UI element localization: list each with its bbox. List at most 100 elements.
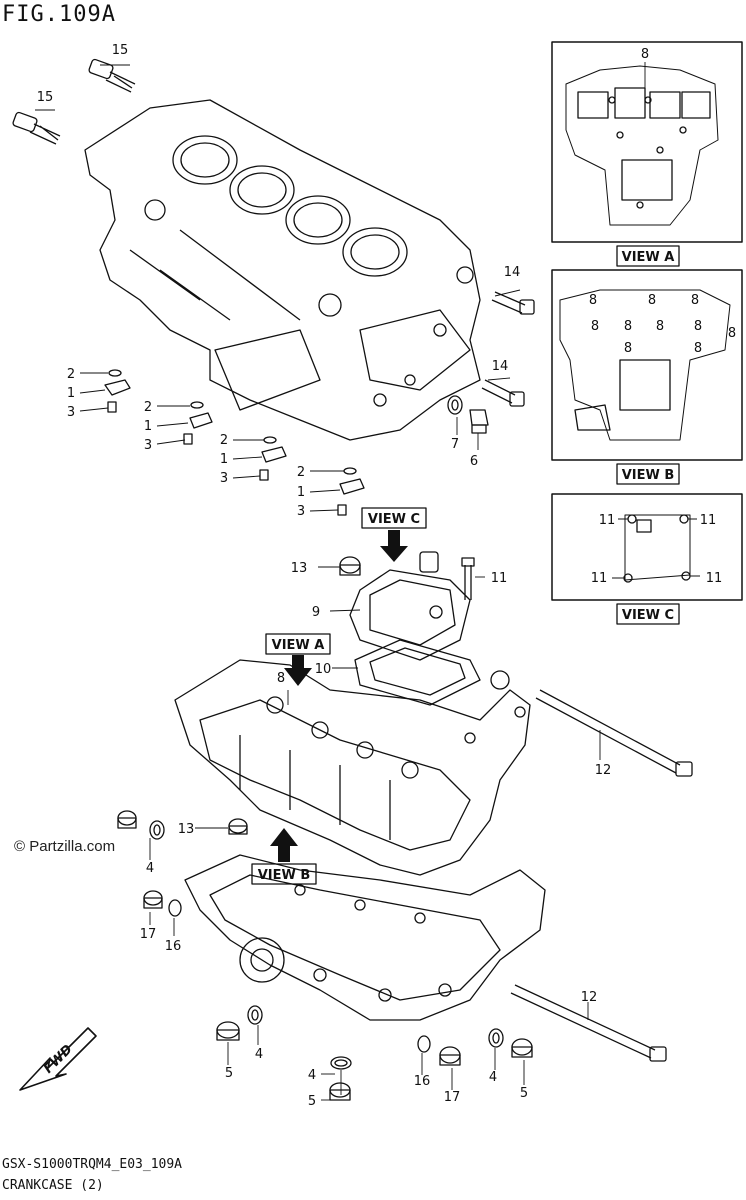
bracket-set-4	[337, 467, 365, 516]
view-c-arrow-label: VIEW C	[368, 512, 420, 527]
view-b-arrow-label: VIEW B	[258, 868, 311, 883]
figure-caption: CRANKCASE (2)	[2, 1178, 104, 1193]
view-c-arrow-label-box	[361, 507, 427, 529]
plug-6	[469, 409, 489, 434]
view-a-arrow-label: VIEW A	[272, 638, 325, 653]
part-callout: 12	[595, 763, 612, 778]
view-c-callout: 11	[706, 571, 723, 586]
view-c-arrow	[380, 530, 408, 562]
part-callout: 3	[67, 405, 75, 420]
view-c-callout: 11	[599, 513, 616, 528]
part-callout: 2	[144, 400, 152, 415]
part-callout: 1	[220, 452, 228, 467]
part-callout: 4	[308, 1068, 316, 1083]
plug-5-left	[216, 1005, 263, 1041]
view-a-title: VIEW A	[622, 250, 675, 265]
fwd-arrow-icon	[19, 1027, 97, 1091]
bracket-set-1	[104, 369, 131, 413]
oil-pan	[184, 854, 546, 1021]
view-a-title-box	[616, 245, 680, 267]
part-callout: 17	[444, 1090, 461, 1105]
view-a-arrow-label-box	[265, 633, 331, 655]
part-callout: 2	[297, 465, 305, 480]
view-a-inset	[551, 41, 743, 243]
part-callout: 15	[37, 90, 54, 105]
view-b-callout: 8	[694, 341, 702, 356]
part-callout: 16	[165, 939, 182, 954]
bracket-set-2	[183, 401, 213, 445]
view-b-title-box	[616, 463, 680, 485]
part-callout: 8	[277, 671, 285, 686]
view-b-callout: 8	[624, 341, 632, 356]
leader-lines	[35, 64, 601, 1101]
part-callout: 12	[581, 990, 598, 1005]
plug-13-lower	[228, 818, 248, 835]
plug-5-right	[488, 1028, 533, 1058]
part-callout: 10	[315, 662, 332, 677]
part-callout: 1	[297, 485, 305, 500]
view-b-callout: 8	[648, 293, 656, 308]
long-bolt-12-lower	[510, 984, 667, 1062]
figure-title: FIG.109A	[2, 2, 116, 27]
part-callout: 15	[112, 43, 129, 58]
bolt-14-lower	[481, 379, 525, 407]
plug-17-bottom	[417, 1035, 461, 1066]
part-callout: 9	[312, 605, 320, 620]
plug-13-upper	[339, 556, 361, 576]
view-c-callout: 11	[591, 571, 608, 586]
bolt-11	[461, 557, 475, 600]
plug-17-mid	[143, 890, 182, 917]
view-b-callout: 8	[591, 319, 599, 334]
view-b-callout: 8	[694, 319, 702, 334]
plug-17-upper	[117, 810, 165, 840]
part-callout: 3	[220, 471, 228, 486]
part-callout: 13	[291, 561, 308, 576]
view-b-callout: 8	[691, 293, 699, 308]
bolt-14-upper	[491, 291, 535, 315]
view-b-callout: 8	[728, 326, 736, 341]
long-bolt-12-upper	[535, 689, 693, 777]
part-callout: 4	[489, 1070, 497, 1085]
view-b-inset	[551, 269, 743, 461]
view-b-callout: 8	[624, 319, 632, 334]
upper-crankcase	[84, 99, 481, 441]
part-callout: 5	[308, 1094, 316, 1109]
view-c-callout: 11	[700, 513, 717, 528]
view-c-title-box	[616, 603, 680, 625]
part-callout: 4	[146, 861, 154, 876]
part-callout: 5	[225, 1066, 233, 1081]
bolt-15-lower	[12, 111, 61, 145]
view-b-callout: 8	[589, 293, 597, 308]
washer-7	[447, 395, 463, 415]
plug-5-bottom	[329, 1056, 352, 1101]
view-b-arrow-label-box	[251, 863, 317, 885]
part-callout: 3	[297, 504, 305, 519]
part-callout: 1	[144, 419, 152, 434]
part-callout: 13	[178, 822, 195, 837]
view-a-callout: 8	[641, 47, 649, 62]
bracket-set-3	[259, 436, 287, 481]
lower-crankcase	[174, 659, 531, 876]
view-b-callout: 8	[656, 319, 664, 334]
view-a-arrow	[284, 655, 312, 686]
part-callout: 5	[520, 1086, 528, 1101]
part-callout: 2	[220, 433, 228, 448]
cover-9	[349, 551, 471, 661]
part-callout: 14	[492, 359, 509, 374]
part-callout: 4	[255, 1047, 263, 1062]
part-callout: 14	[504, 265, 521, 280]
gasket-10	[354, 639, 481, 706]
part-callout: 11	[491, 571, 508, 586]
part-callout: 1	[67, 386, 75, 401]
view-c-title: VIEW C	[622, 608, 674, 623]
bolt-15-upper	[88, 58, 136, 93]
part-callout: 6	[470, 454, 478, 469]
partzilla-watermark: © Partzilla.com	[14, 838, 116, 855]
part-callout: 2	[67, 367, 75, 382]
view-b-arrow	[270, 828, 298, 862]
part-callout: 7	[451, 437, 459, 452]
model-code: GSX-S1000TRQM4_E03_109A	[2, 1157, 183, 1172]
view-c-inset	[551, 493, 743, 601]
part-callout: 17	[140, 927, 157, 942]
